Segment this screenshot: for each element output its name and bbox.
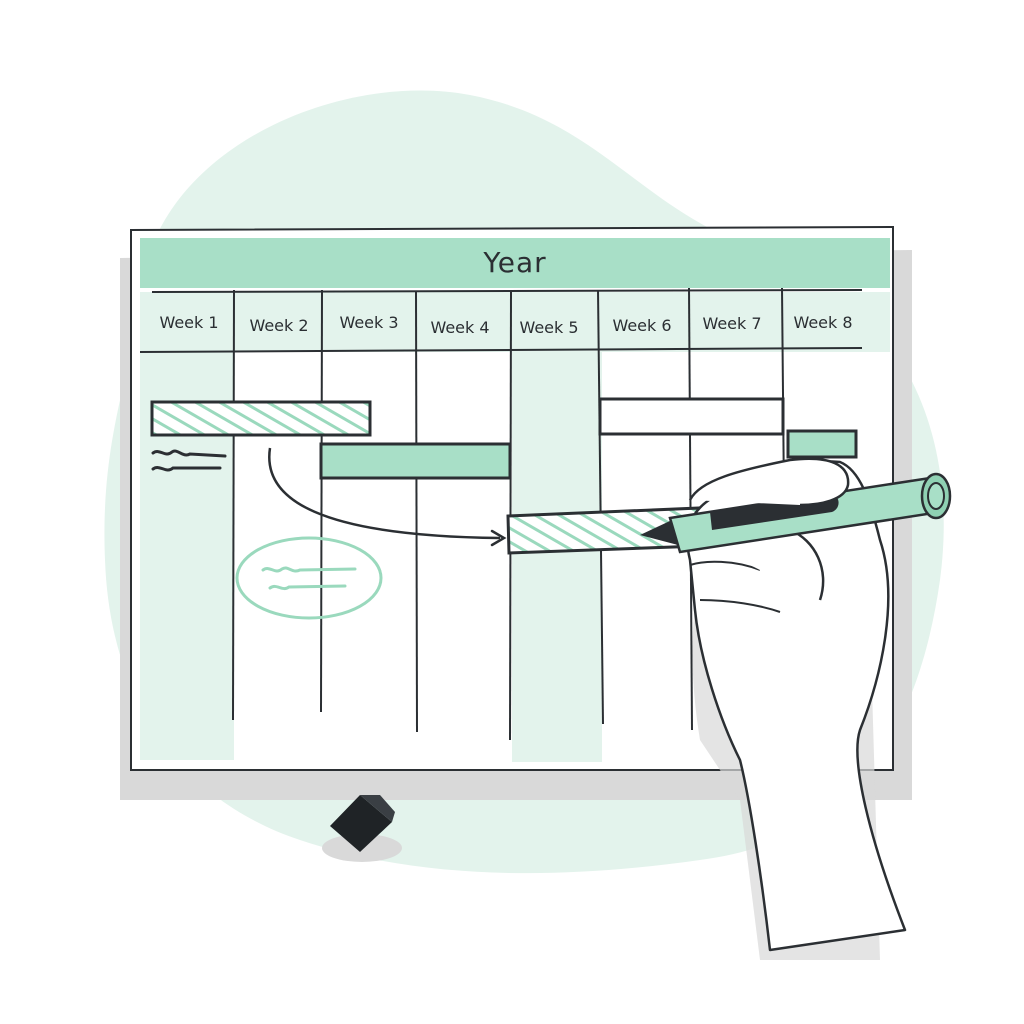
week-label: Week 7 bbox=[702, 314, 761, 333]
marker-pen bbox=[640, 472, 952, 554]
circled-note bbox=[235, 536, 383, 620]
scribble-note bbox=[151, 449, 227, 472]
task-bar-solid-2 bbox=[786, 429, 858, 459]
task-bar-solid-1 bbox=[319, 442, 512, 480]
arrow-head bbox=[490, 529, 507, 547]
week-header-bottom-line bbox=[139, 347, 863, 353]
week-label: Week 6 bbox=[612, 316, 671, 335]
task-bar-hatched-1 bbox=[150, 400, 372, 437]
task-bar-empty bbox=[598, 397, 785, 436]
week-label: Week 8 bbox=[793, 313, 852, 332]
week-label: Week 1 bbox=[159, 313, 218, 332]
week-label: Week 3 bbox=[339, 313, 398, 332]
week-header-band bbox=[140, 292, 890, 352]
dependency-arrow bbox=[268, 447, 501, 540]
year-title: Year bbox=[482, 246, 546, 279]
week-label: Week 4 bbox=[430, 318, 489, 337]
week-label: Week 2 bbox=[249, 316, 308, 335]
year-header-band bbox=[140, 238, 890, 288]
week-labels: Week 1 Week 2 Week 3 Week 4 Week 5 Week … bbox=[159, 313, 852, 337]
column-shade-week-5 bbox=[512, 352, 602, 762]
marker-cap bbox=[322, 795, 402, 862]
hand-fingers-front bbox=[688, 457, 850, 507]
week-label: Week 5 bbox=[519, 318, 578, 337]
week-header-top-line bbox=[151, 289, 863, 293]
circled-note-scribble bbox=[261, 566, 357, 591]
